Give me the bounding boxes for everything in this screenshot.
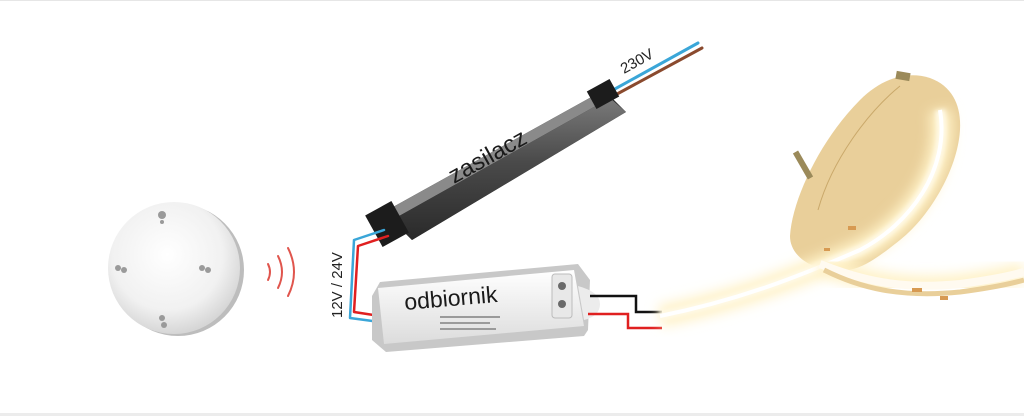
led-strip-icon: [657, 70, 1024, 327]
mains-voltage-label: 230V: [618, 46, 657, 78]
dc-voltage-label: 12V / 24V: [329, 252, 346, 318]
dc-wires: [348, 228, 390, 324]
top-border: [0, 0, 1024, 1]
receiver-module-icon: [372, 264, 600, 352]
round-remote-icon: [108, 202, 244, 336]
output-wires: [588, 294, 662, 330]
wireless-signal-icon: [267, 247, 295, 297]
power-supply-icon: [365, 78, 626, 248]
bottom-border: [0, 413, 1024, 416]
mains-wires: [602, 41, 704, 102]
